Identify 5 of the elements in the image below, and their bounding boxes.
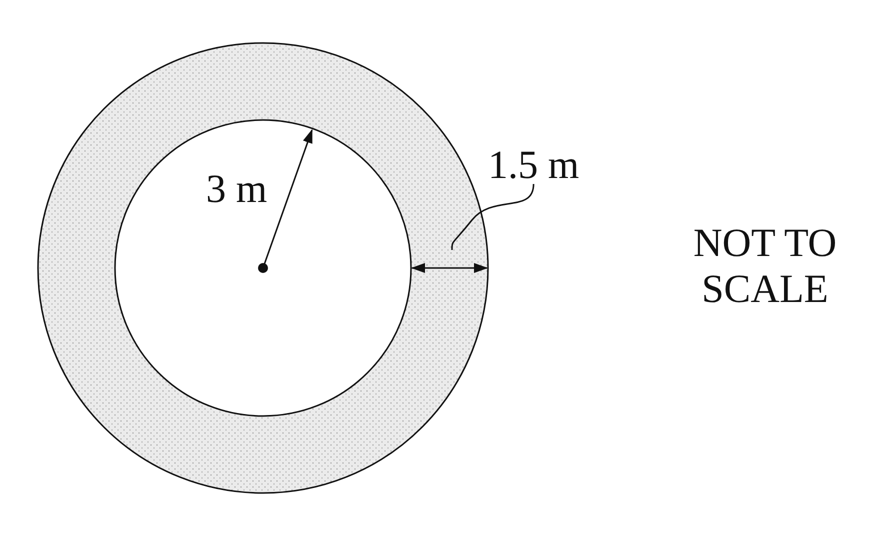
leader-line	[451, 184, 534, 250]
note-text: NOT TO SCALE	[692, 220, 838, 312]
shaded-ring	[37, 42, 489, 494]
dimension-label: 3 m	[206, 166, 268, 212]
dimension-label: 1.5 m	[488, 142, 580, 188]
